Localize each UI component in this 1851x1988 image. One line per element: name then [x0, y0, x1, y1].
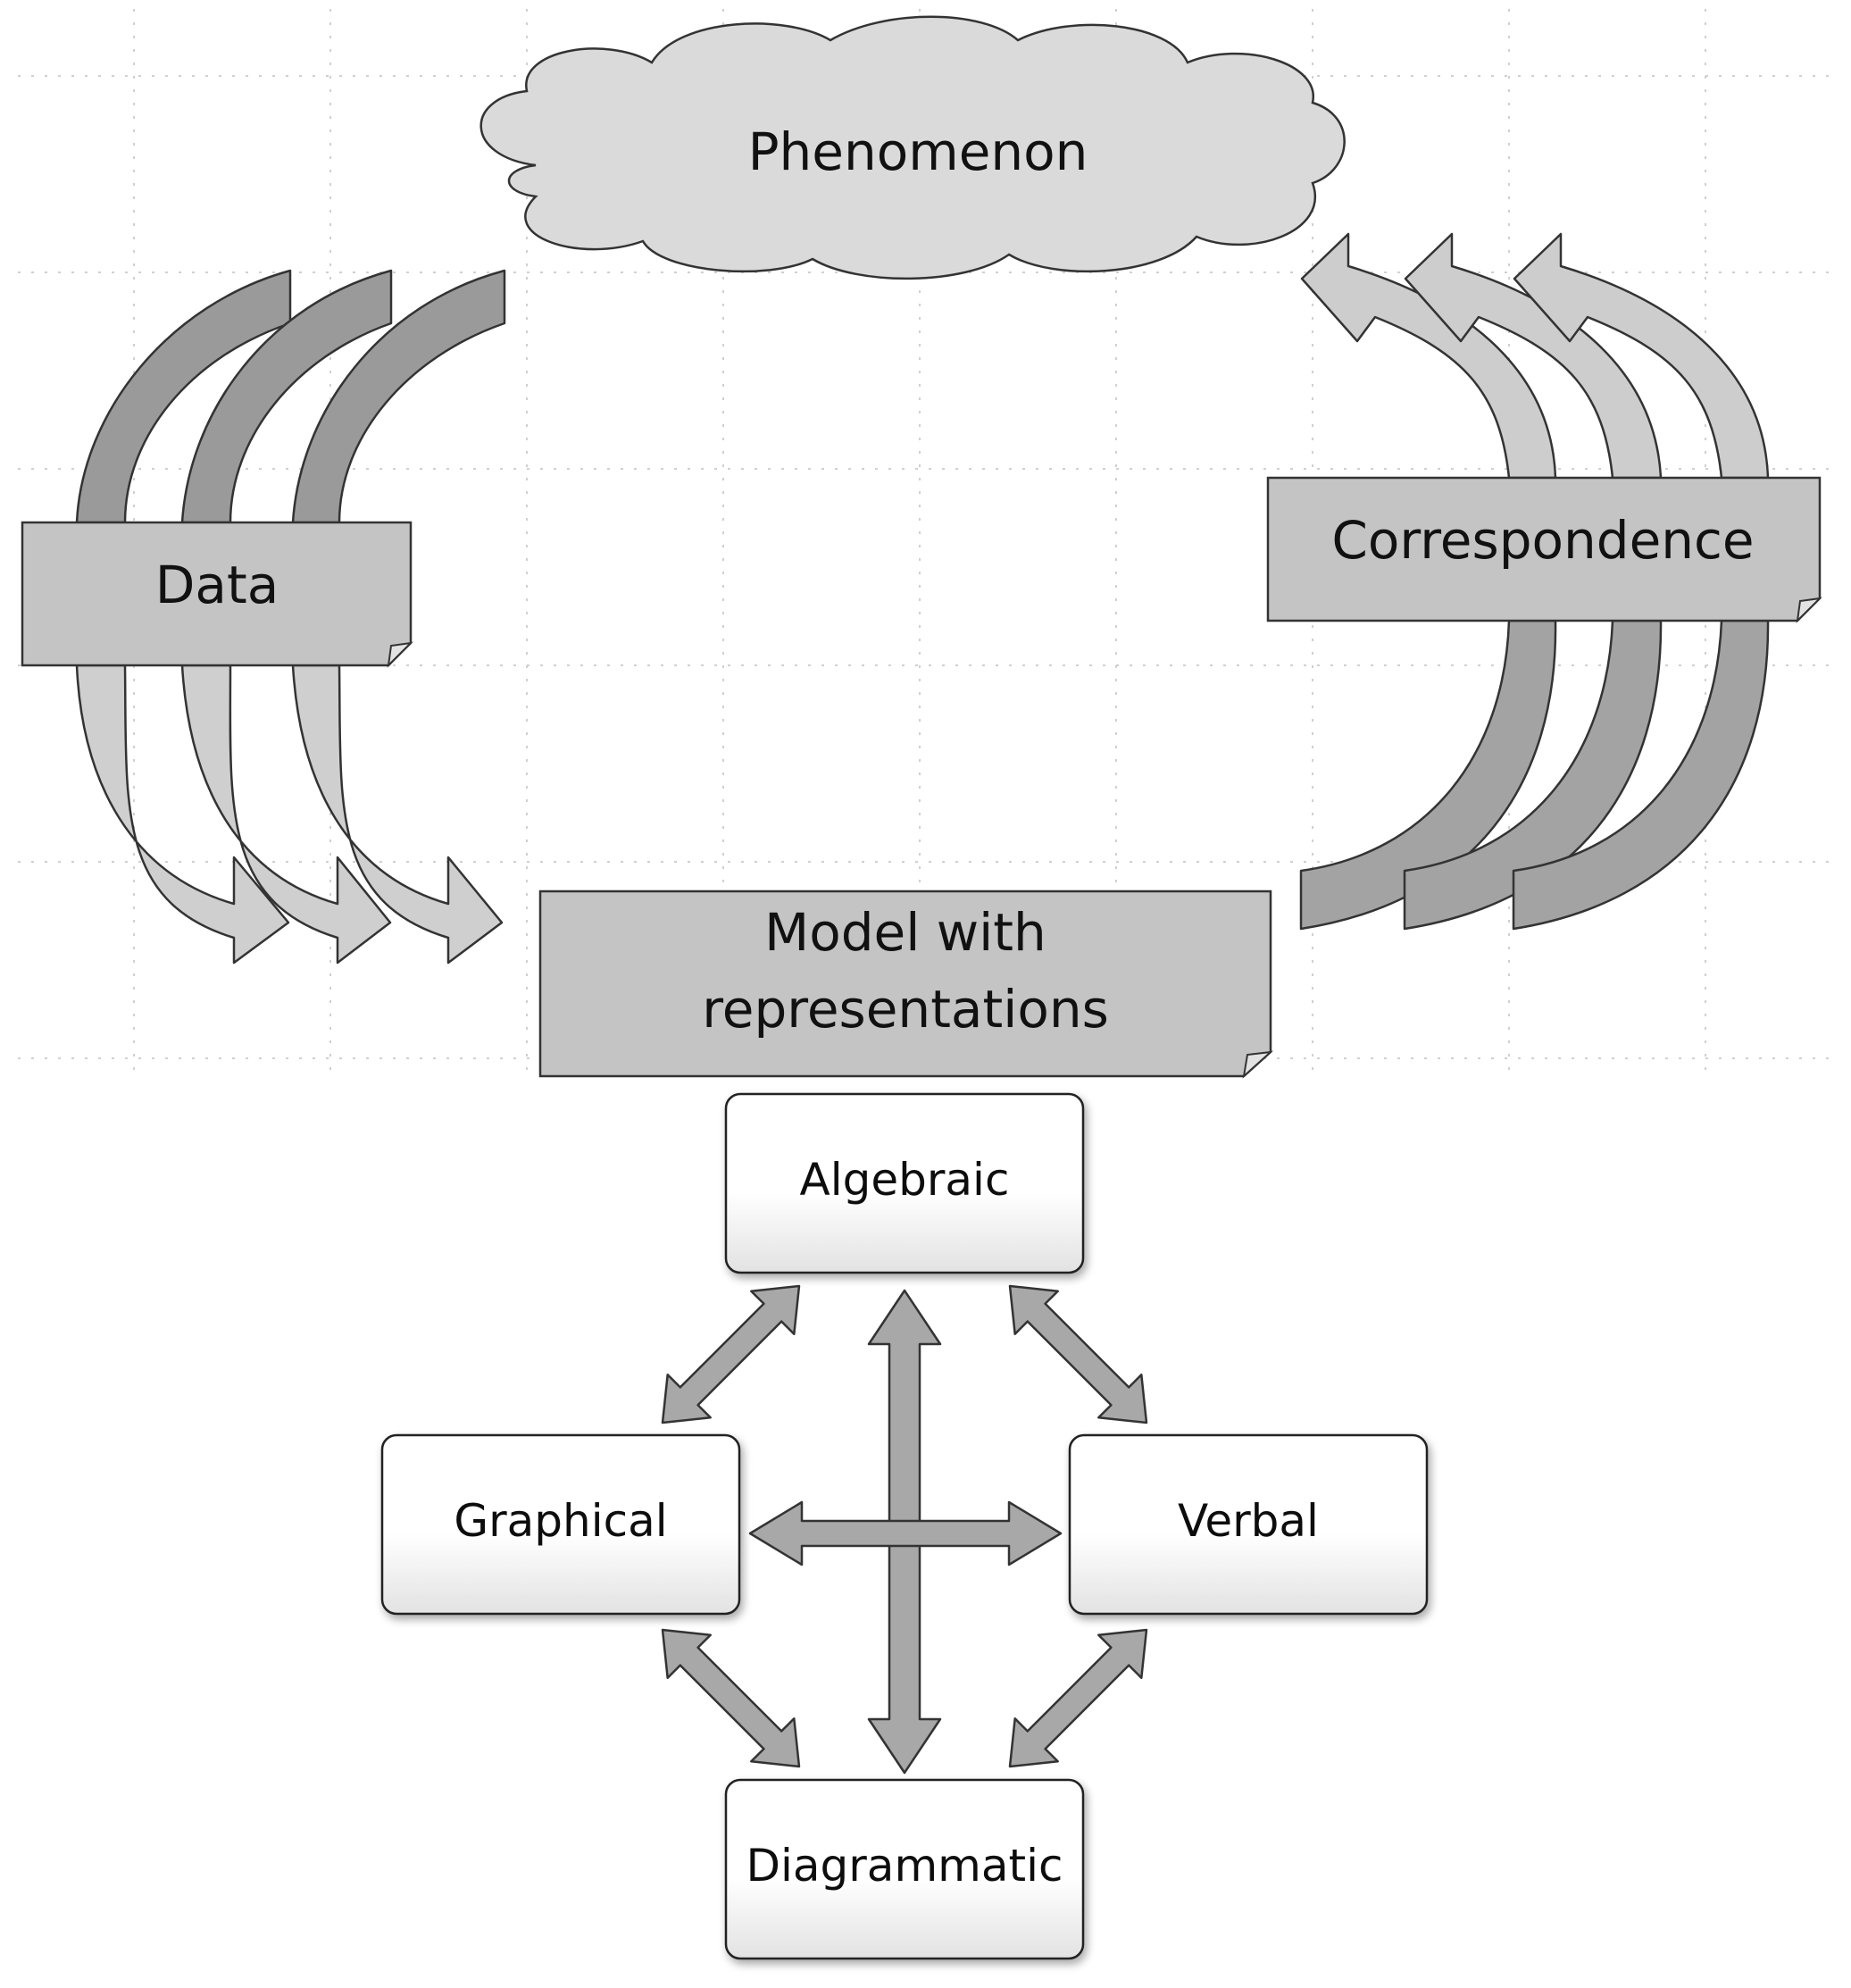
graphical-box: Graphical	[380, 1433, 741, 1616]
algebraic-graphical-arrow	[661, 1284, 801, 1424]
data-arrow-1-upper	[75, 269, 292, 524]
diagrammatic-box: Diagrammatic	[724, 1778, 1085, 1960]
correspondence-note: Correspondence	[1266, 476, 1822, 623]
verbal-label: Verbal	[1178, 1495, 1319, 1547]
model-note: Model with representations	[538, 890, 1273, 1079]
phenomenon-cloud: Phenomenon	[479, 15, 1346, 280]
corr-arrow-1-upper	[1300, 232, 1557, 480]
algebraic-label: Algebraic	[800, 1154, 1010, 1206]
corr-arrow-2-upper	[1404, 232, 1663, 480]
model-label-line1: Model with	[764, 902, 1046, 963]
diagrammatic-label: Diagrammatic	[746, 1840, 1063, 1892]
verbal-diagrammatic-arrow	[1008, 1628, 1148, 1768]
diagonal-arrows	[661, 1284, 1148, 1768]
model-label-line2: representations	[702, 979, 1109, 1040]
data-arrow-2-lower	[180, 664, 392, 965]
data-arrow-3-upper	[291, 269, 506, 524]
data-arrow-3-lower	[291, 664, 504, 965]
corr-arrow-3-upper	[1513, 232, 1770, 480]
diagrammatic-box-shape	[724, 1778, 1085, 1960]
graphical-box-shape	[380, 1433, 741, 1616]
corr-arrow-3-lower	[1512, 619, 1770, 931]
algebraic-box: Algebraic	[724, 1092, 1085, 1274]
cloud-shape	[479, 15, 1346, 280]
data-arrow-1-lower	[75, 664, 290, 965]
phenomenon-label: Phenomenon	[748, 121, 1088, 182]
data-label: Data	[155, 555, 279, 615]
data-note-fold	[387, 641, 413, 668]
correspondence-note-fold	[1796, 597, 1822, 623]
algebraic-verbal-arrow	[1008, 1284, 1148, 1424]
data-note: Data	[21, 521, 413, 668]
algebraic-box-shape	[724, 1092, 1085, 1274]
verbal-box: Verbal	[1068, 1433, 1429, 1616]
verbal-box-shape	[1068, 1433, 1429, 1616]
correspondence-label: Correspondence	[1331, 510, 1754, 571]
horizontal-double-arrow	[748, 1500, 1063, 1566]
correspondence-arrows	[1299, 232, 1770, 931]
representation-arrows	[748, 1289, 1063, 1775]
data-arrows	[75, 269, 506, 965]
model-note-fold	[1242, 1050, 1273, 1079]
graphical-label: Graphical	[454, 1495, 667, 1547]
graphical-diagrammatic-arrow	[661, 1628, 801, 1768]
data-arrow-2-upper	[180, 269, 393, 524]
